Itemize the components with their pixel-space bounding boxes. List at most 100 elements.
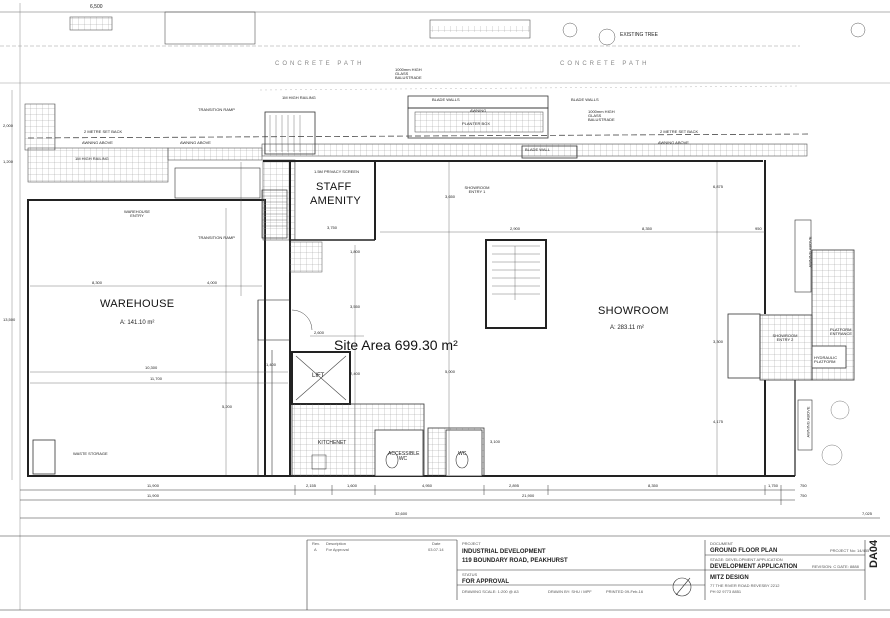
dim-4500: 5,000 [445, 369, 456, 374]
dim-row1-0: 11,900 [147, 483, 159, 488]
tb-doc: GROUND FLOOR PLAN [710, 548, 778, 554]
tb-sheet-number: DA04 [868, 539, 880, 568]
tb-project-1: INDUSTRIAL DEVELOPMENT [462, 549, 546, 555]
dim-5200: 5,200 [222, 404, 233, 409]
tb-status: FOR APPROVAL [462, 579, 510, 585]
dim-2600: 2,600 [314, 330, 325, 335]
dim-4175: 4,175 [713, 419, 724, 424]
dim-row3-1: 7,025 [862, 511, 873, 516]
setback-left: 2 METRE SET BACK [84, 129, 123, 134]
setback-right: 2 METRE SET BACK [660, 129, 699, 134]
tb-desc: For Approval [326, 547, 349, 552]
dim-2000: 2,000 [3, 123, 14, 128]
tb-date-header: Date [432, 541, 441, 546]
awning-above-vert-2: AWNING ABOVE [805, 406, 811, 438]
dim-row1-4: 2,895 [509, 483, 520, 488]
dim-10300: 10,300 [145, 365, 158, 370]
railing-note-left: 1M HIGH RAILING [75, 156, 109, 161]
transition-ramp-bottom: TRANSITION RAMP [198, 235, 235, 240]
dim-11700: 11,700 [150, 376, 162, 381]
tb-stage: DEVELOPMENT APPLICATION [710, 564, 798, 570]
dim-row3-0: 32,600 [395, 511, 408, 516]
dim-1200: 1,200 [3, 159, 14, 164]
tb-project-label: PROJECT [462, 541, 481, 546]
kitchenet-label: KITCHENET [318, 440, 347, 446]
concrete-path-right: CONCRETE PATH [560, 61, 650, 67]
dim-warehouse-w2: 4,000 [207, 280, 218, 285]
concrete-path-left: CONCRETE PATH [275, 61, 365, 67]
dim-2900: 2,900 [510, 226, 521, 231]
blade-walls-left: BLADE WALLS [432, 97, 460, 102]
tb-drawn: DRAWN BY: SHU / MPF [548, 589, 592, 594]
dim-row2-0: 11,900 [147, 493, 159, 498]
dim-3750: 3,750 [327, 225, 338, 230]
dim-2400: 2,400 [350, 371, 361, 376]
dim-1800: 1,800 [350, 249, 361, 254]
accessible-wc-label: ACCESSIBLE WC [388, 451, 420, 462]
awning-above-vert-1: AWNING ABOVE [807, 236, 813, 268]
blade-wall-note: BLADE WALL [525, 147, 550, 152]
awning-note: AWNING [470, 108, 487, 113]
tb-stage-label: STAGE: DEVELOPMENT APPLICATION [710, 557, 783, 562]
warehouse-label: WAREHOUSE [100, 298, 175, 310]
existing-tree-note: EXISTING TREE [620, 32, 658, 38]
dim-row1-1: 2,155 [306, 483, 317, 488]
transition-ramp-top: TRANSITION RAMP [198, 107, 235, 112]
tb-doc-label: DOCUMENT [710, 541, 734, 546]
dim-row2-2: 750 [800, 493, 807, 498]
warehouse-entry-label: WAREHOUSE ENTRY [123, 209, 151, 218]
dim-3650: 3,650 [445, 194, 456, 199]
dim-1400: 1,400 [266, 362, 277, 367]
tb-addr1: 77 THE RIVER ROAD REVESBY 2212 [710, 583, 780, 588]
showroom-label: SHOWROOM [598, 305, 669, 317]
awning-above-mid: AWNING ABOVE [180, 140, 211, 145]
glass-balustrade-left: 1000mm HIGH GLASS BALUSTRADE [395, 67, 422, 80]
tb-addr2: PH 02 9773 8851 [710, 589, 742, 594]
dim-13500: 13,500 [3, 317, 16, 322]
dim-top: 6,500 [90, 4, 103, 10]
awning-above-right: AWNING ABOVE [658, 140, 689, 145]
tb-rev-header: Rev. [312, 541, 320, 546]
dim-row1-6: 1,750 [768, 483, 779, 488]
site-area-label: Site Area 699.30 m² [334, 337, 458, 353]
dim-row1-5: 8,350 [648, 483, 659, 488]
warehouse-area: A: 141.10 m² [120, 320, 155, 326]
tb-rev: A [314, 547, 317, 552]
privacy-screen-note: 1.5M PRIVACY SCREEN [314, 169, 359, 174]
dim-row1-3: 4,950 [422, 483, 433, 488]
staff-label-2: AMENITY [310, 195, 361, 207]
waste-storage-label: WASTE STORAGE [73, 451, 108, 456]
staff-label-1: STAFF [316, 181, 352, 193]
tb-desc-header: Description [326, 541, 347, 546]
dim-6875: 6,875 [713, 184, 724, 189]
dim-8350: 8,350 [642, 226, 653, 231]
platform-entrance-label: PLATFORM ENTRANCE [830, 327, 853, 336]
showroom-entry1-label: SHOWROOM ENTRY 1 [464, 185, 490, 194]
tb-project-2: 119 BOUNDARY ROAD, PEAKHURST [462, 558, 568, 564]
blade-walls-right: BLADE WALLS [571, 97, 599, 102]
lift-label: LIFT [312, 373, 325, 379]
tb-firm: MITZ DESIGN [710, 575, 749, 581]
planter-box-note: PLANTER BOX [462, 121, 491, 126]
dim-warehouse-w: 8,300 [92, 280, 103, 285]
hydraulic-platform-label: HYDRAULIC PLATFORM [814, 355, 838, 364]
dim-3100: 3,100 [490, 439, 501, 444]
dim-3550: 3,550 [350, 304, 361, 309]
glass-balustrade-right: 1000mm HIGH GLASS BALUSTRADE [588, 109, 615, 122]
awning-above-left: AWNING ABOVE [82, 140, 113, 145]
showroom-entry2-label: SHOWROOM ENTRY 2 [772, 333, 798, 342]
tb-revision: REVISION: C DATE: 8888 [812, 564, 859, 569]
dim-950: 950 [755, 226, 762, 231]
wc-label: WC [458, 451, 467, 457]
dim-row1-2: 1,600 [347, 483, 358, 488]
showroom-area: A: 283.11 m² [610, 325, 644, 331]
tb-proj-no: PROJECT No: 14/455 [830, 548, 870, 553]
dim-row2-1: 21,900 [522, 493, 535, 498]
tb-scale: DRAWING SCALE: 1:200 @ A3 [462, 589, 519, 594]
tb-date: 03.07.14 [428, 547, 444, 552]
dim-3300: 3,300 [713, 339, 724, 344]
dim-row1-7: 750 [800, 483, 807, 488]
tb-printed: PRINTED 09-Feb-16 [606, 589, 644, 594]
railing-note: 1M HIGH RAILING [282, 95, 316, 100]
